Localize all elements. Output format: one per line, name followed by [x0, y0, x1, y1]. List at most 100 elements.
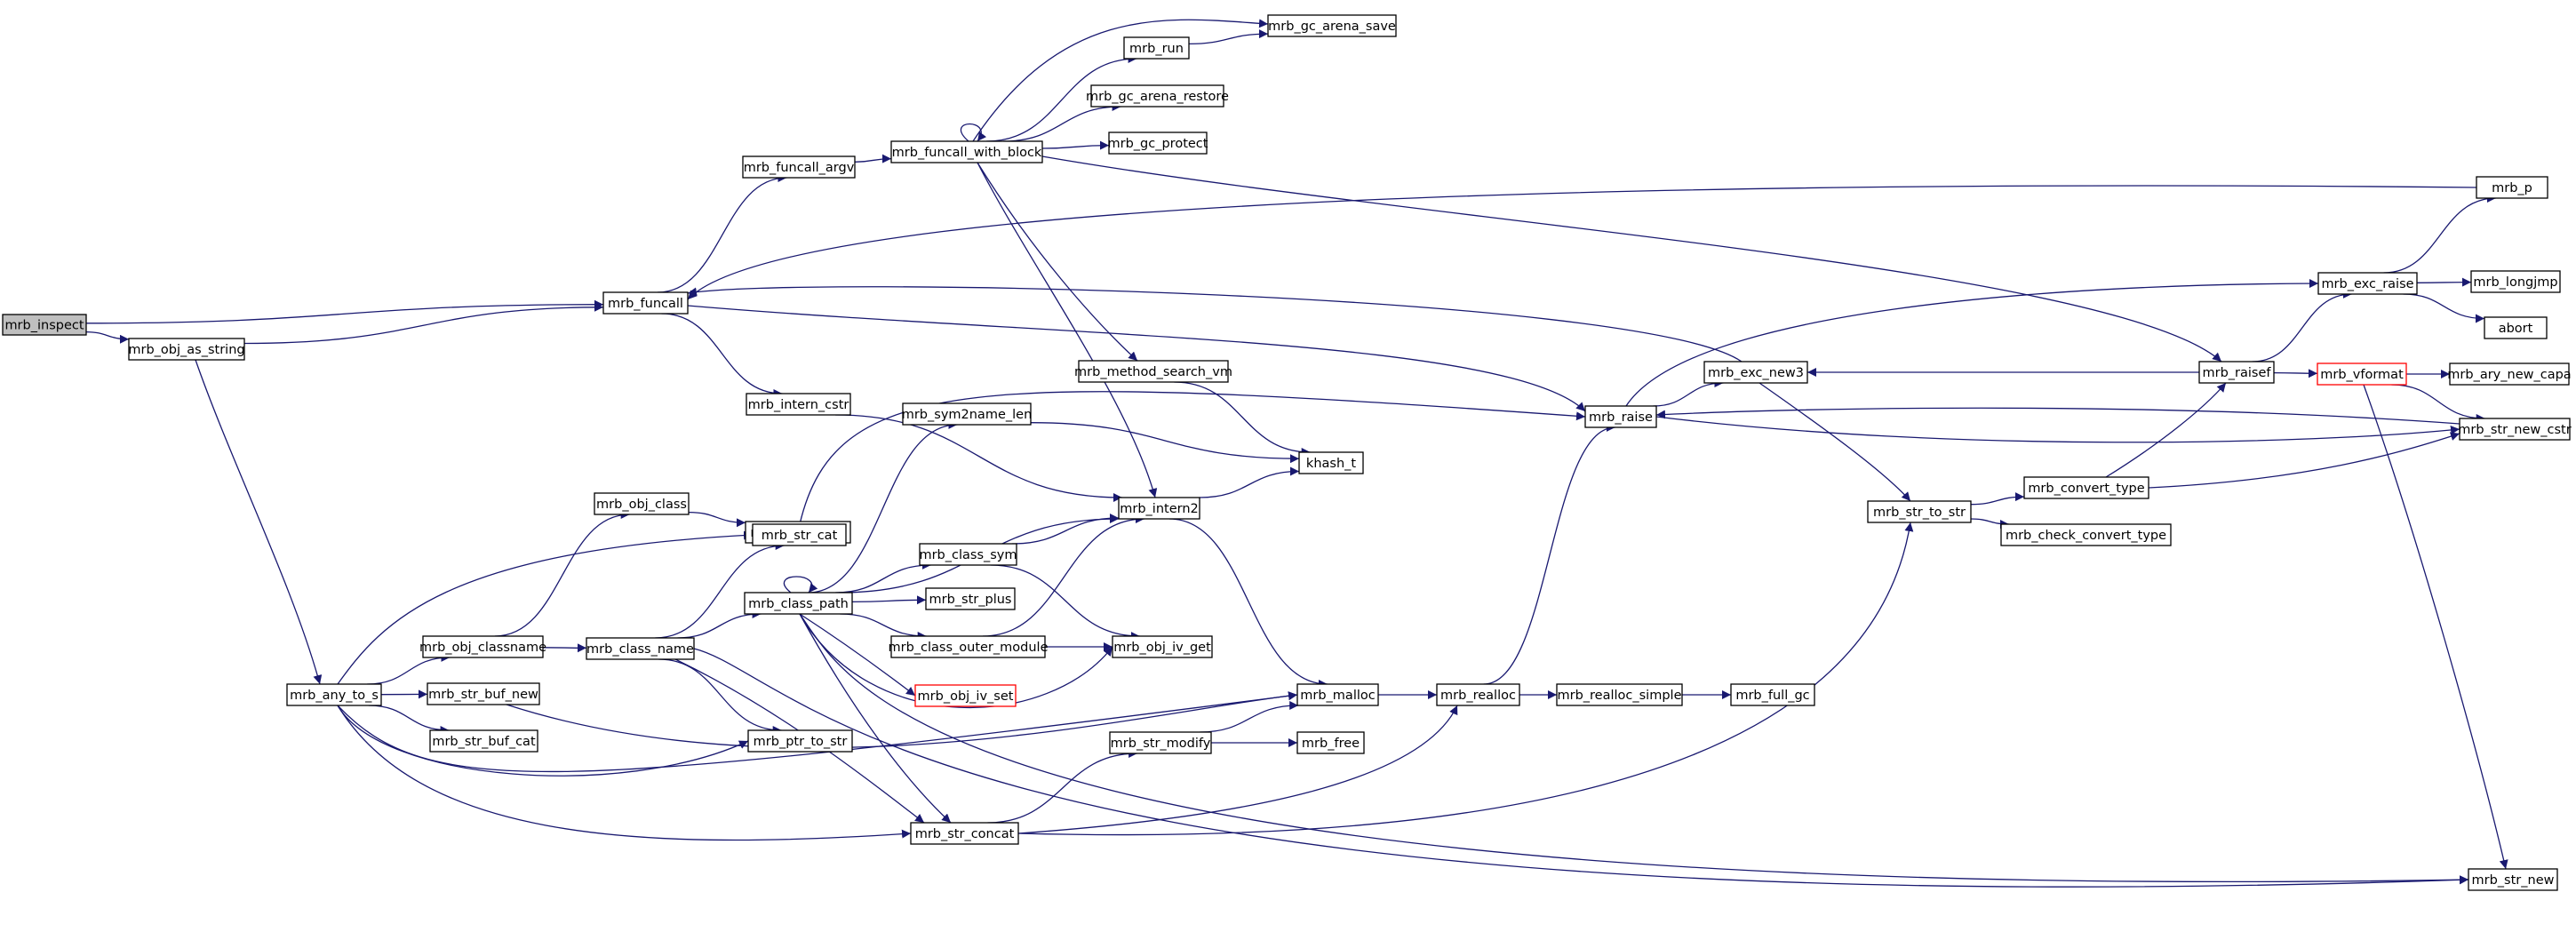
node-mrb-class-path[interactable]: mrb_class_path	[744, 592, 853, 615]
node-mrb-sym2name-len[interactable]: mrb_sym2name_len	[902, 402, 1033, 426]
node-box	[2459, 418, 2571, 441]
node-box	[902, 402, 1032, 426]
node-mrb-full-gc[interactable]: mrb_full_gc	[1730, 683, 1815, 706]
call-edge-mrb-method-search-vm-to-khash-t	[1174, 381, 1311, 457]
node-mrb-str-buf-cat[interactable]: mrb_str_buf_cat	[429, 729, 538, 753]
node-mrb-class-name[interactable]: mrb_class_name	[586, 637, 695, 660]
node-mrb-funcall[interactable]: mrb_funcall	[602, 291, 689, 315]
call-edge-mrb-funcall-to-mrb-funcall-argv	[657, 173, 787, 293]
node-box	[422, 635, 544, 658]
node-mrb-run[interactable]: mrb_run	[1123, 36, 1190, 60]
node-label: mrb_vformat	[2320, 368, 2404, 382]
node-mrb-free[interactable]: mrb_free	[1296, 731, 1365, 754]
node-box	[2000, 523, 2172, 546]
node-mrb-obj-class[interactable]: mrb_obj_class	[594, 492, 690, 515]
node-mrb-gc-arena-save[interactable]: mrb_gc_arena_save	[1267, 14, 1397, 37]
node-label: mrb_str_new	[2472, 873, 2555, 888]
node-mrb-any-to-s[interactable]: mrb_any_to_s	[286, 683, 382, 706]
node-box	[1267, 14, 1397, 37]
node-mrb-str-cat[interactable]: mrb_str_cat	[752, 523, 847, 546]
node-mrb-str-buf-new[interactable]: mrb_str_buf_new	[427, 682, 540, 705]
node-box	[1123, 36, 1190, 60]
node-label: mrb_class_path	[748, 597, 849, 611]
node-label: mrb_inspect	[4, 319, 84, 333]
node-mrb-raise[interactable]: mrb_raise	[1584, 405, 1657, 428]
node-mrb-ary-new-capa[interactable]: mrb_ary_new_capa	[2447, 362, 2572, 386]
call-edge-mrb-vformat-to-mrb-str-new-cstr	[2391, 384, 2485, 423]
call-edge-mrb-str-buf-new-to-mrb-malloc	[506, 691, 1298, 749]
node-box	[746, 393, 851, 416]
node-label: mrb_obj_as_string	[128, 343, 244, 357]
node-mrb-raisef[interactable]: mrb_raisef	[2198, 361, 2275, 384]
node-mrb-malloc[interactable]: mrb_malloc	[1296, 683, 1379, 706]
node-mrb-exc-new3[interactable]: mrb_exc_new3	[1703, 361, 1808, 384]
node-mrb-intern2[interactable]: mrb_intern2	[1118, 497, 1200, 520]
call-edge-mrb-funcall-with-block-to-mrb-gc-protect	[1041, 140, 1110, 150]
node-mrb-ptr-to-str[interactable]: mrb_ptr_to_str	[747, 729, 853, 753]
call-edge-mrb-class-path-to-mrb-class-sym	[835, 561, 931, 593]
node-abort[interactable]: abort	[2484, 316, 2548, 339]
node-mrb-str-new[interactable]: mrb_str_new	[2468, 868, 2558, 891]
node-mrb-str-to-str[interactable]: mrb_str_to_str	[1867, 500, 1972, 523]
node-label: mrb_class_name	[586, 642, 694, 657]
node-mrb-obj-classname[interactable]: mrb_obj_classname	[419, 635, 546, 658]
node-box	[2449, 362, 2570, 386]
node-mrb-intern-cstr[interactable]: mrb_intern_cstr	[746, 393, 851, 416]
node-label: mrb_any_to_s	[290, 689, 379, 703]
node-label: mrb_longjmp	[2473, 275, 2557, 290]
node-mrb-str-modify[interactable]: mrb_str_modify	[1109, 731, 1212, 754]
call-edge-mrb-raise-to-mrb-exc-raise	[1625, 279, 2319, 407]
call-edge-mrb-str-concat-to-mrb-realloc	[1017, 705, 1458, 834]
node-mrb-str-new-cstr[interactable]: mrb_str_new_cstr	[2458, 418, 2572, 441]
call-edge-mrb-str-concat-to-mrb-str-to-str	[1017, 522, 1914, 836]
node-label: mrb_str_plus	[929, 593, 1012, 607]
node-box	[2023, 476, 2149, 499]
node-mrb-str-plus[interactable]: mrb_str_plus	[925, 587, 1016, 610]
call-edge-mrb-str-to-str-to-mrb-convert-type	[1970, 492, 2025, 506]
node-mrb-method-search-vm[interactable]: mrb_method_search_vm	[1074, 360, 1232, 383]
call-edge-mrb-run-to-mrb-gc-arena-save	[1188, 29, 1269, 45]
node-khash-t[interactable]: khash_t	[1298, 451, 1364, 474]
node-label: mrb_sym2name_len	[902, 408, 1033, 422]
call-edge-mrb-sym2name-len-to-khash-t	[1030, 422, 1300, 464]
call-edge-mrb-class-path-to-mrb-str-plus	[851, 595, 927, 605]
node-mrb-obj-iv-set[interactable]: mrb_obj_iv_set	[914, 684, 1017, 707]
node-box	[1078, 360, 1229, 383]
node-mrb-gc-arena-restore[interactable]: mrb_gc_arena_restore	[1086, 84, 1229, 108]
node-box	[1730, 683, 1815, 706]
node-mrb-realloc-simple[interactable]: mrb_realloc_simple	[1556, 683, 1683, 706]
node-mrb-p[interactable]: mrb_p	[2476, 176, 2548, 199]
node-box	[286, 683, 382, 706]
node-label: mrb_str_buf_cat	[432, 735, 536, 749]
node-mrb-vformat[interactable]: mrb_vformat	[2317, 362, 2407, 386]
call-edge-mrb-class-path-to-mrb-class-outer-module	[840, 613, 927, 641]
node-mrb-obj-iv-get[interactable]: mrb_obj_iv_get	[1112, 635, 1213, 658]
node-box	[2468, 868, 2558, 891]
node-box	[1108, 131, 1208, 155]
node-mrb-check-convert-type[interactable]: mrb_check_convert_type	[2000, 523, 2172, 546]
node-mrb-gc-protect[interactable]: mrb_gc_protect	[1108, 131, 1208, 155]
node-mrb-funcall-argv[interactable]: mrb_funcall_argv	[742, 155, 856, 179]
node-mrb-obj-as-string[interactable]: mrb_obj_as_string	[128, 338, 245, 361]
node-label: khash_t	[1306, 457, 1356, 471]
node-label: mrb_obj_iv_get	[1113, 641, 1211, 655]
node-mrb-inspect[interactable]: mrb_inspect	[2, 314, 87, 336]
call-edge-mrb-exc-raise-to-abort	[2403, 293, 2485, 323]
node-mrb-str-concat[interactable]: mrb_str_concat	[910, 822, 1019, 845]
node-mrb-class-outer-module[interactable]: mrb_class_outer_module	[888, 635, 1049, 658]
call-edge-mrb-exc-new3-to-mrb-funcall	[687, 286, 1743, 362]
node-mrb-funcall-with-block[interactable]: mrb_funcall_with_block	[890, 140, 1043, 163]
node-mrb-class-sym[interactable]: mrb_class_sym	[919, 543, 1017, 566]
call-edge-mrb-convert-type-to-mrb-raisef	[2105, 382, 2227, 478]
call-edge-mrb-any-to-s-to-mrb-str-concat	[337, 705, 912, 841]
node-box	[2470, 270, 2561, 293]
node-mrb-longjmp[interactable]: mrb_longjmp	[2470, 270, 2561, 293]
node-mrb-convert-type[interactable]: mrb_convert_type	[2023, 476, 2149, 499]
node-mrb-realloc[interactable]: mrb_realloc	[1436, 683, 1520, 706]
node-label: mrb_gc_arena_restore	[1086, 90, 1229, 104]
call-edge-mrb-str-modify-to-mrb-malloc	[1200, 701, 1299, 733]
call-edge-mrb-any-to-s-to-mrb-malloc	[337, 691, 1298, 773]
node-mrb-exc-raise[interactable]: mrb_exc_raise	[2317, 272, 2418, 295]
call-edge-mrb-inspect-to-mrb-funcall	[85, 299, 604, 324]
node-label: mrb_free	[1302, 737, 1360, 751]
